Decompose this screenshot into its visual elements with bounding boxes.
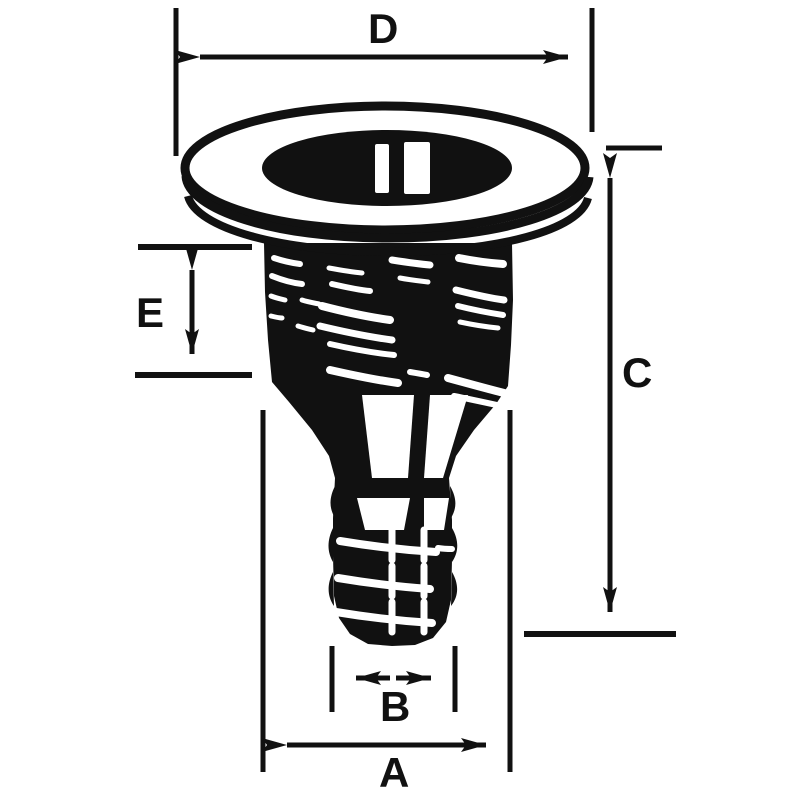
- dimension-label-D: D: [368, 5, 399, 52]
- lower-barrel-rib-highlights: [332, 526, 455, 636]
- dimension-C: [524, 145, 676, 637]
- head-slot-right: [404, 142, 430, 194]
- taper-slot-highlights: [362, 395, 468, 478]
- barrel-right-edge-ribs: [450, 486, 458, 606]
- dimension-label-C: C: [622, 349, 653, 396]
- dimension-D: [173, 8, 595, 156]
- head-slot-left: [375, 144, 389, 193]
- barrel-left-edge-ribs: [328, 486, 335, 606]
- dimension-label-E: E: [136, 289, 165, 336]
- dimension-label-B: B: [380, 683, 411, 730]
- dimension-label-A: A: [379, 749, 410, 796]
- head-flange-underside-arc-2: [184, 194, 592, 257]
- head-flange-underside-arc: [181, 175, 594, 243]
- dimension-B: [329, 646, 458, 712]
- dimension-A: [260, 410, 513, 772]
- upper-shank-rib-highlights: [268, 254, 512, 410]
- dimension-E: [135, 244, 252, 378]
- fastener-part: [180, 101, 594, 646]
- taper-slot-lower-stubs: [357, 498, 449, 530]
